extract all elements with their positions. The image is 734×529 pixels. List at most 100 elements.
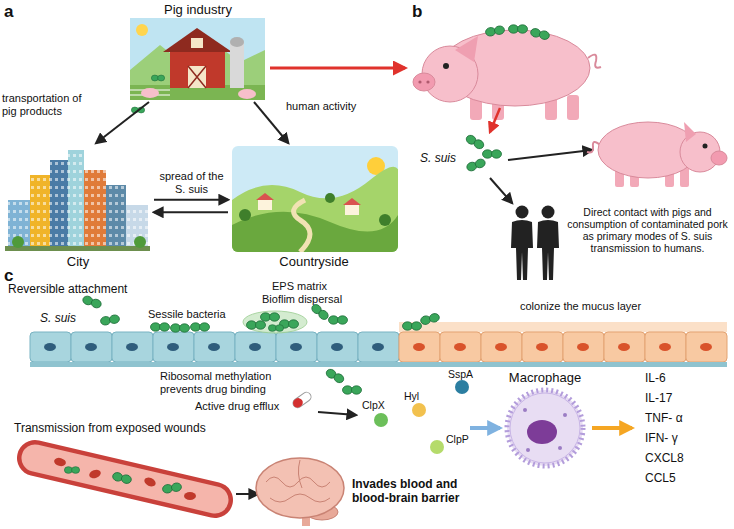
macrophage-cell xyxy=(527,420,557,444)
pig-illustration xyxy=(703,144,708,149)
cell-node: Macrophage xyxy=(490,370,600,472)
macrophage-cell xyxy=(558,446,562,450)
city-illustration xyxy=(30,175,50,250)
annotation: Direct contact with pigs and consumption… xyxy=(565,206,730,254)
farm-illustration xyxy=(230,37,244,47)
epithelium xyxy=(686,332,727,362)
pig-illustration xyxy=(711,151,727,165)
epithelium xyxy=(167,343,179,351)
epithelium xyxy=(85,343,97,351)
bacteria-cluster xyxy=(465,134,502,173)
epithelium xyxy=(372,343,384,351)
countryside-illustration xyxy=(232,146,398,252)
city-illustration xyxy=(5,150,150,251)
brain-illustration xyxy=(256,458,344,526)
edge-label: human activity xyxy=(286,100,386,113)
bacteria-cluster xyxy=(325,368,346,385)
eps-matrix xyxy=(243,311,307,333)
epithelium xyxy=(399,322,727,332)
bacteria-cluster xyxy=(465,134,486,151)
city-illustration xyxy=(50,160,68,250)
node-label: Countryside xyxy=(279,254,348,269)
transmission-arrow xyxy=(508,150,592,160)
epithelium xyxy=(249,343,261,351)
bacteria-cluster xyxy=(343,386,362,394)
flow-arrow xyxy=(96,102,149,143)
epithelium xyxy=(235,332,276,362)
farm-illustration xyxy=(170,50,225,88)
blood-vessel xyxy=(35,457,215,500)
epithelium xyxy=(331,343,343,351)
blood-vessel xyxy=(162,482,182,494)
process-arrow xyxy=(470,426,500,430)
farm-illustration xyxy=(230,42,244,88)
epithelium xyxy=(317,332,358,362)
epithelium xyxy=(153,332,194,362)
brain-illustration xyxy=(270,494,330,502)
human-silhouette xyxy=(542,206,555,219)
bacteria-cluster xyxy=(403,322,422,330)
bacteria-cluster xyxy=(268,325,283,332)
panel-letter: b xyxy=(412,2,432,22)
epithelium xyxy=(44,343,384,351)
epithelium xyxy=(618,343,630,351)
city-illustration xyxy=(50,160,68,250)
bacteria-cluster xyxy=(420,312,441,325)
blood-vessel xyxy=(112,471,133,484)
epithelium xyxy=(208,343,220,351)
pig-illustration xyxy=(509,25,528,33)
city-illustration xyxy=(106,185,126,250)
epithelium xyxy=(71,332,112,362)
pig-illustration xyxy=(587,122,727,187)
cytokine-label: IFN- γ xyxy=(645,432,715,446)
epithelium xyxy=(577,343,589,351)
pig-illustration xyxy=(426,80,429,83)
city-illustration xyxy=(12,236,24,248)
annotation: Transmission from exposed wounds xyxy=(14,422,234,436)
epithelium xyxy=(522,332,563,362)
epithelium xyxy=(440,332,481,362)
farm-illustration xyxy=(151,75,164,81)
annotation: Active drug efflux xyxy=(195,400,305,413)
epithelium xyxy=(495,343,507,351)
annotation: Bioflim dispersal xyxy=(262,293,362,306)
epithelium xyxy=(563,332,604,362)
annotation: colonize the mucus layer xyxy=(520,300,680,313)
macrophage-cell xyxy=(507,390,583,466)
city-illustration xyxy=(134,236,146,248)
city-illustration xyxy=(5,246,150,251)
city-illustration xyxy=(8,200,30,250)
countryside-illustration xyxy=(256,193,274,200)
farm-illustration xyxy=(191,38,203,48)
pig-illustration xyxy=(684,122,696,142)
brain-illustration xyxy=(266,477,330,487)
drug-capsule xyxy=(291,396,304,409)
countryside-illustration xyxy=(232,212,398,252)
transfer-arrow xyxy=(490,108,500,132)
epithelium xyxy=(413,343,712,351)
bacteria-cluster xyxy=(247,321,266,329)
bacteria-cluster xyxy=(261,313,280,321)
factor-label: ClpP xyxy=(446,433,481,445)
farm-illustration xyxy=(131,107,144,113)
scene-node: Countryside xyxy=(228,143,400,269)
epithelium xyxy=(112,332,153,362)
countryside-illustration xyxy=(232,167,398,252)
macrophage-cell xyxy=(507,390,583,466)
countryside-illustration xyxy=(294,200,310,252)
epithelium xyxy=(30,332,71,362)
countryside-illustration xyxy=(258,200,272,210)
blood-vessel xyxy=(53,457,67,468)
human-silhouette xyxy=(537,220,559,280)
epithelium xyxy=(30,322,727,367)
blood-vessel xyxy=(64,467,79,474)
macrophage-cell xyxy=(563,413,567,417)
cytokine-label: CXCL8 xyxy=(645,452,715,466)
organism-label: S. suis xyxy=(40,312,85,326)
farm-illustration xyxy=(163,28,232,52)
epithelium xyxy=(30,332,399,362)
process-arrow xyxy=(236,493,258,495)
brain-illustration xyxy=(256,458,344,518)
